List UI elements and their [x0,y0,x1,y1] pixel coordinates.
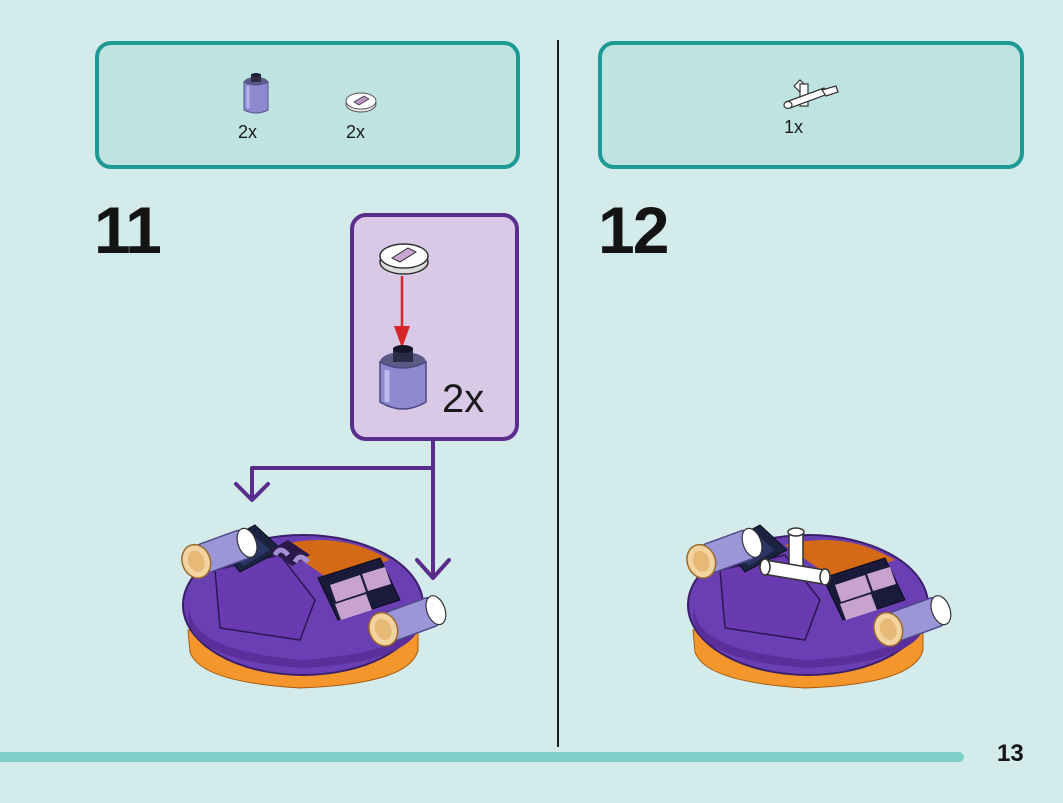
progress-bar [0,752,964,762]
parts-list-step-12 [598,41,1024,169]
step-number-12: 12 [598,193,669,267]
step-number-11: 11 [94,193,162,267]
round-tile-icon [379,243,429,275]
round-tile-icon [345,92,377,113]
installed-bar-connector [759,527,831,586]
round-brick-icon [243,73,269,114]
down-arrow-icon [394,276,410,348]
callout-qty: 2x [442,377,485,421]
part-qty-bar-connector: 1x [784,117,804,137]
page-number: 13 [997,740,1024,767]
part-qty-round-brick: 2x [238,122,258,142]
bar-connector-icon [783,79,839,110]
sub-assembly-callout [350,213,519,441]
part-qty-round-tile: 2x [346,122,366,142]
round-brick-icon [379,345,427,410]
page-divider [557,40,559,747]
vehicle-model-step-12 [686,524,952,689]
vehicle-model-step-11 [181,524,447,689]
parts-list-step-11 [95,41,520,169]
